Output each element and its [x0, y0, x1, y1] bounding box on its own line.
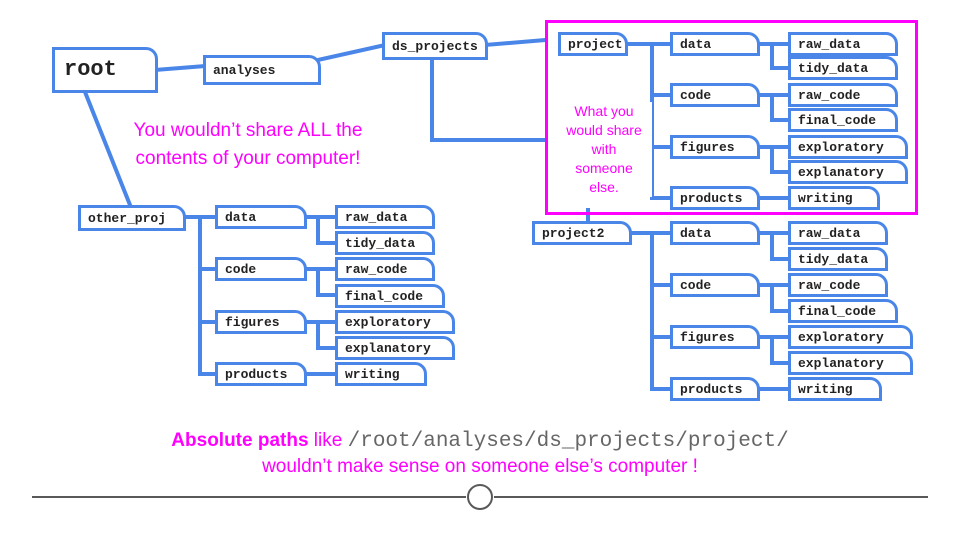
share-what-line: someone [575, 160, 633, 176]
caption-bold: Absolute paths [171, 430, 309, 451]
folder-project2-final-code[interactable]: final_code [788, 299, 898, 323]
folder-other-final-code[interactable]: final_code [335, 284, 445, 308]
folder-project-code[interactable]: code [670, 83, 760, 107]
caption-path: /root/analyses/ds_projects/project/ [347, 430, 789, 453]
share-what-line: else. [589, 179, 619, 195]
folder-project-data[interactable]: data [670, 32, 760, 56]
folder-other-code[interactable]: code [215, 257, 307, 281]
share-what-line: would share [566, 122, 642, 138]
folder-project2-exploratory[interactable]: exploratory [788, 325, 913, 349]
folder-project-exploratory[interactable]: exploratory [788, 135, 908, 159]
folder-root[interactable]: root [52, 47, 158, 93]
folder-project2-data[interactable]: data [670, 221, 760, 245]
folder-project2-tidy-data[interactable]: tidy_data [788, 247, 888, 271]
folder-project2-products[interactable]: products [670, 377, 760, 401]
folder-project-raw-code[interactable]: raw_code [788, 83, 898, 107]
folder-other-raw-data[interactable]: raw_data [335, 205, 435, 229]
folder-project2-writing[interactable]: writing [788, 377, 882, 401]
folder-project2-figures[interactable]: figures [670, 325, 760, 349]
folder-project-figures[interactable]: figures [670, 135, 760, 159]
share-all-note-line2: contents of your computer! [135, 148, 361, 169]
folder-project-explanatory[interactable]: explanatory [788, 160, 908, 184]
share-all-note-line1: You wouldn’t share ALL the [133, 120, 363, 141]
folder-project[interactable]: project [558, 32, 628, 56]
folder-other-proj[interactable]: other_proj [78, 205, 186, 231]
folder-project2-raw-code[interactable]: raw_code [788, 273, 888, 297]
caption-like: like [308, 430, 348, 451]
folder-analyses[interactable]: analyses [203, 55, 321, 85]
folder-other-exploratory[interactable]: exploratory [335, 310, 455, 334]
caption-line2: wouldn’t make sense on someone else’s co… [262, 456, 698, 477]
share-what-line: with [591, 141, 617, 157]
share-what-line: What you [574, 103, 634, 119]
share-highlight-box [545, 20, 918, 215]
folder-project2-explanatory[interactable]: explanatory [788, 351, 913, 375]
folder-other-data[interactable]: data [215, 205, 307, 229]
folder-other-raw-code[interactable]: raw_code [335, 257, 435, 281]
divider-rule [32, 484, 928, 510]
folder-other-explanatory[interactable]: explanatory [335, 336, 455, 360]
folder-other-products[interactable]: products [215, 362, 307, 386]
folder-project2-code[interactable]: code [670, 273, 760, 297]
folder-ds-projects[interactable]: ds_projects [382, 32, 488, 60]
folder-project-tidy-data[interactable]: tidy_data [788, 56, 898, 80]
folder-project2-raw-data[interactable]: raw_data [788, 221, 888, 245]
folder-other-figures[interactable]: figures [215, 310, 307, 334]
folder-other-tidy-data[interactable]: tidy_data [335, 231, 435, 255]
caption-line1: Absolute paths like /root/analyses/ds_pr… [0, 430, 960, 453]
share-what-note: What you would share with someone else. [556, 102, 652, 197]
folder-other-writing[interactable]: writing [335, 362, 427, 386]
share-all-note: You wouldn’t share ALL the contents of y… [118, 117, 378, 173]
folder-project-writing[interactable]: writing [788, 186, 880, 210]
folder-project2[interactable]: project2 [532, 221, 632, 245]
folder-project-products[interactable]: products [670, 186, 760, 210]
folder-project-final-code[interactable]: final_code [788, 108, 898, 132]
folder-project-raw-data[interactable]: raw_data [788, 32, 898, 56]
